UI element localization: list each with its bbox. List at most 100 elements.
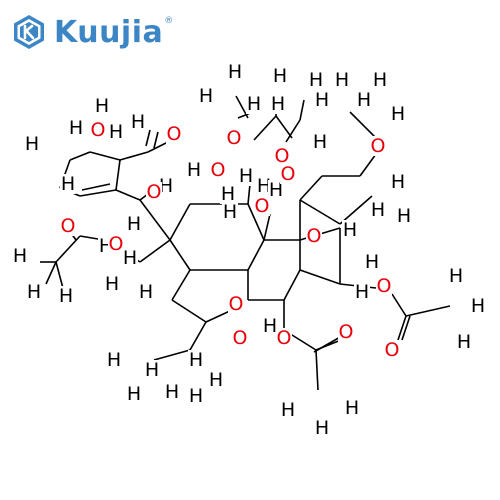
- bond-line-59: [253, 115, 277, 141]
- bond-line-46: [205, 309, 233, 323]
- bond-line-21: [263, 213, 271, 241]
- bond-line-1: [247, 203, 265, 241]
- atom-label-backdrop: [138, 282, 154, 302]
- oxygen-atom-label-60: O: [281, 163, 296, 185]
- atom-label-backdrop: [354, 282, 370, 302]
- bond-line-29: [79, 189, 117, 197]
- hydrogen-atom-label-47: H: [127, 383, 141, 405]
- oxygen-atom-label-54: O: [167, 123, 182, 145]
- bond-line-39: [55, 235, 81, 263]
- bond-line-36: [139, 239, 171, 263]
- hydrogen-atom-label-29: H: [127, 213, 141, 235]
- hydrogen-atom-label-41: H: [263, 315, 277, 337]
- atom-label-backdrop: [130, 112, 146, 132]
- bond-line-57: [401, 315, 411, 341]
- atom-label-backdrop: [370, 136, 386, 156]
- hydrogen-atom-label-5: H: [199, 85, 213, 107]
- atom-label-backdrop: [334, 70, 350, 90]
- atom-label-backdrop: [58, 286, 74, 306]
- bond-line-64: [349, 111, 377, 139]
- hydrogen-atom-label-13: H: [69, 117, 83, 139]
- bond-line-15: [299, 199, 341, 225]
- atom-label-backdrop: [312, 132, 328, 152]
- hydrogen-atom-label-3: H: [335, 69, 349, 91]
- atom-label-backdrop: [280, 164, 296, 184]
- atom-label-backdrop: [122, 248, 138, 268]
- hydrogen-atom-label-12: H: [131, 111, 145, 133]
- hydrogen-atom-label-25: H: [223, 201, 237, 223]
- bond-line-18: [359, 153, 377, 177]
- atom-label-backdrop: [390, 104, 406, 124]
- atom-label-backdrop: [232, 328, 248, 348]
- bond-line-5: [169, 203, 191, 241]
- hydrogen-atom-label-17: H: [187, 159, 201, 181]
- atom-label-backdrop: [262, 316, 278, 336]
- hydrogen-atom-label-22: H: [391, 171, 405, 193]
- oxygen-atom-label-63: O: [109, 233, 124, 255]
- bond-line-4: [169, 239, 191, 271]
- atom-label-backdrop: [60, 174, 76, 194]
- bond-line-63: [299, 99, 305, 121]
- atom-label-backdrop: [274, 146, 290, 166]
- atom-label-backdrop: [126, 384, 142, 404]
- atom-label-backdrop: [314, 418, 330, 438]
- hydrogen-atom-label-7: H: [271, 93, 285, 115]
- bond-line-33: [145, 129, 151, 147]
- bond-line-25: [89, 151, 121, 161]
- bond-line-30: [81, 183, 111, 191]
- hydrogen-atom-label-10: H: [391, 103, 405, 125]
- hydrogen-atom-label-36: H: [59, 285, 73, 307]
- hydrogen-atom-label-19: H: [239, 165, 253, 187]
- brand-logo[interactable]: Kuujia ®: [10, 10, 173, 54]
- hydrogen-atom-label-32: H: [123, 247, 137, 269]
- atom-label-backdrop: [246, 94, 262, 114]
- hydrogen-atom-label-0: H: [228, 61, 242, 83]
- atom-label-backdrop: [198, 86, 214, 106]
- atom-label-backdrop: [456, 332, 472, 352]
- bond-line-11: [299, 269, 341, 285]
- bond-line-8: [283, 269, 301, 301]
- hydrogen-atom-label-31: H: [13, 245, 27, 267]
- bond-line-34: [153, 131, 159, 149]
- oxygen-atom-label-66: O: [229, 293, 244, 315]
- atom-label-backdrop: [372, 70, 388, 90]
- oxygen-atom-label-59: O: [211, 159, 226, 181]
- bond-line-47: [189, 321, 207, 351]
- atom-label-backdrop: [12, 246, 28, 266]
- bond-line-58: [405, 305, 451, 317]
- hydrogen-atom-label-18: H: [159, 175, 173, 197]
- hydrogen-atom-label-52: H: [315, 417, 329, 439]
- atom-label-backdrop: [308, 70, 324, 90]
- hydrogen-atom-label-40: H: [471, 295, 485, 317]
- bond-line-45: [171, 299, 207, 323]
- atom-label-backdrop: [94, 96, 110, 116]
- brand-name: Kuujia: [54, 14, 164, 50]
- hydrogen-atom-label-21: H: [269, 179, 283, 201]
- oxygen-atom-label-53: O: [91, 119, 106, 141]
- atom-label-backdrop: [228, 294, 244, 314]
- hydrogen-atom-label-38: H: [139, 281, 153, 303]
- bond-line-55: [391, 293, 407, 317]
- atom-label-backdrop: [370, 200, 386, 220]
- bond-line-44: [171, 269, 191, 301]
- atom-label-backdrop: [220, 184, 236, 204]
- atom-label-backdrop: [268, 180, 284, 200]
- bond-line-62: [285, 119, 301, 143]
- atom-label-backdrop: [146, 182, 162, 202]
- bond-line-23: [115, 189, 141, 201]
- oxygen-atom-label-56: O: [275, 145, 290, 167]
- oxygen-atom-label-58: O: [147, 181, 162, 203]
- oxygen-atom-label-64: O: [307, 225, 322, 247]
- atom-label-backdrop: [254, 196, 270, 216]
- bond-line-22: [139, 199, 171, 241]
- oxygen-atom-label-69: O: [339, 321, 354, 343]
- atom-label-backdrop: [338, 322, 354, 342]
- bond-line-56: [397, 315, 407, 341]
- hydrogen-atom-label-49: H: [189, 385, 203, 407]
- atom-label-backdrop: [106, 350, 122, 370]
- atom-label-backdrop: [126, 214, 142, 234]
- atom-label-backdrop: [356, 90, 372, 110]
- hydrogen-atom-label-2: H: [309, 69, 323, 91]
- oxygen-atom-label-55: O: [227, 127, 242, 149]
